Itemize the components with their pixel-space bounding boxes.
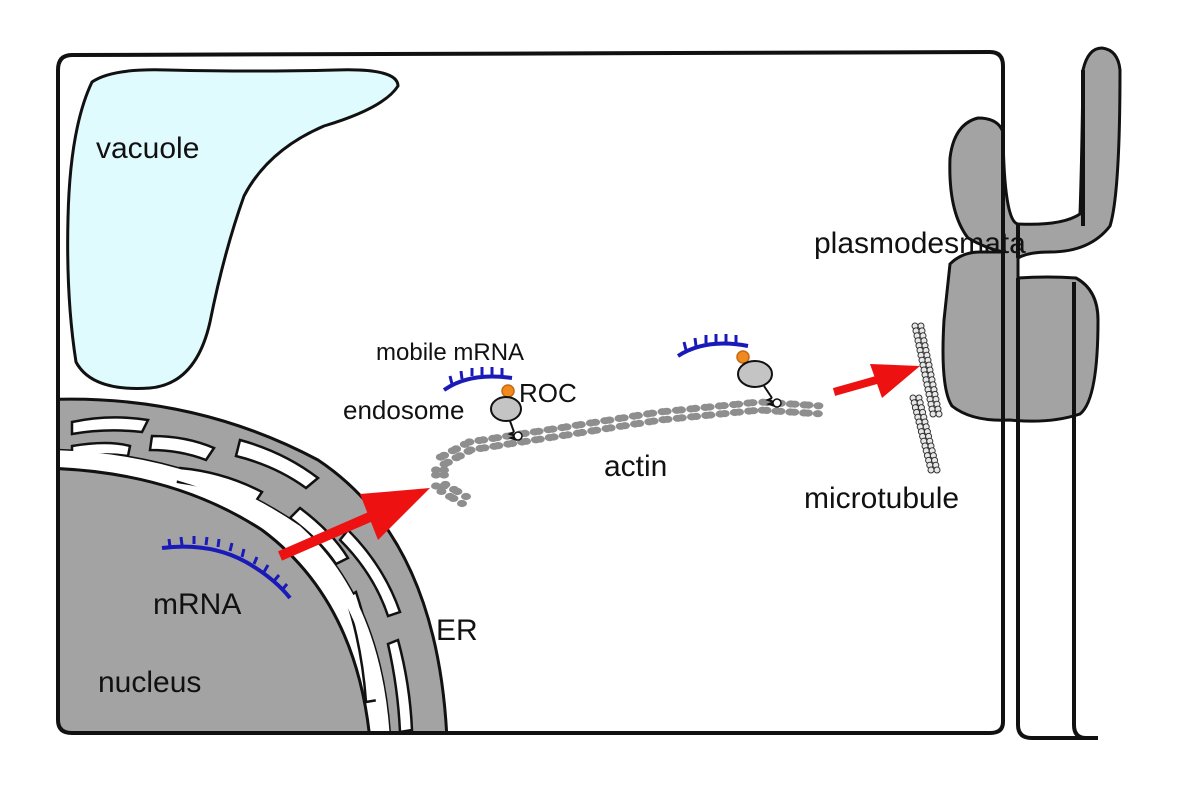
actin-bead <box>431 482 441 490</box>
actin-bead <box>533 427 544 435</box>
label-endosome: endosome <box>343 395 464 425</box>
actin-bead <box>747 399 758 407</box>
roc-particle-1 <box>501 384 515 398</box>
label-nucleus: nucleus <box>98 666 201 699</box>
actin-bead <box>803 401 814 409</box>
actin-bead <box>718 402 729 410</box>
actin-bead <box>604 416 615 424</box>
cell-wall-left <box>56 49 1005 735</box>
actin-bead <box>439 451 450 459</box>
actin-bead <box>661 407 672 415</box>
actin-bead <box>748 407 759 415</box>
actin-bead <box>442 458 453 466</box>
actin-bead <box>632 411 643 420</box>
endosome-complex-2 <box>676 334 782 408</box>
microtubule-subunit <box>929 410 937 418</box>
actin-bead <box>648 417 659 425</box>
actin-bead <box>705 411 716 419</box>
actin-bead <box>761 406 772 414</box>
mobile-mrna-strand-2 <box>676 341 749 358</box>
endosome-complex-1 <box>442 367 523 441</box>
label-microtubule: microtubule <box>804 482 959 515</box>
actin-bead <box>439 466 449 474</box>
microtubule-subunit <box>927 466 935 474</box>
label-er: ER <box>436 614 478 647</box>
vacuole-shape <box>66 68 400 390</box>
endosome-1 <box>490 396 522 422</box>
actin-bead <box>451 445 462 453</box>
label-plasmodesmata: plasmodesmata <box>814 227 1026 260</box>
label-actin: actin <box>604 450 667 483</box>
actin-bead <box>454 452 465 460</box>
actin-bead <box>436 487 447 495</box>
actin-bead <box>719 410 730 418</box>
actin-bead <box>507 439 518 448</box>
actin-bead <box>662 415 673 423</box>
actin-bead <box>464 438 475 446</box>
actin-bead <box>676 406 686 414</box>
actin-bead <box>431 471 441 479</box>
actin-bead <box>445 492 455 501</box>
label-mobile-mrna: mobile mRNA <box>376 339 524 366</box>
actin-bead <box>449 485 459 494</box>
actin-bead <box>691 412 702 420</box>
actin-bead <box>547 425 558 433</box>
actin-bead <box>733 400 744 408</box>
actin-bead <box>605 424 616 432</box>
roc-particle-2 <box>736 350 750 364</box>
label-roc: ROC <box>519 378 577 408</box>
actin-bead <box>493 442 504 450</box>
actin-bead <box>775 407 786 415</box>
actin-bead <box>457 499 467 508</box>
actin-bead <box>479 444 490 452</box>
actin-bead <box>803 409 813 417</box>
actin-bead <box>431 466 441 474</box>
actin-bead <box>534 435 545 443</box>
actin-bead <box>575 421 586 429</box>
actin-bead <box>634 419 645 427</box>
actin-bead <box>591 426 602 434</box>
actin-bead <box>676 414 687 422</box>
transport-arrow-2 <box>832 364 920 398</box>
actin-bead <box>461 492 471 501</box>
actin-bead <box>813 402 824 410</box>
actin-bead <box>492 434 503 442</box>
nuclear-mrna-strand <box>161 536 292 600</box>
actin-bead <box>561 423 572 431</box>
actin-bead <box>439 471 449 479</box>
actin-filament <box>431 398 824 508</box>
actin-bead <box>439 482 449 490</box>
actin-bead <box>789 408 800 416</box>
actin-bead <box>548 433 559 441</box>
actin-bead <box>590 418 601 426</box>
actin-bead <box>704 403 715 411</box>
label-vacuole: vacuole <box>96 132 199 165</box>
microtubule-subunit <box>933 466 941 474</box>
nucleus-shape <box>58 466 372 733</box>
actin-bead <box>577 428 588 437</box>
cell-wall-right <box>1016 70 1098 740</box>
microtubule-subunit <box>935 410 943 418</box>
label-mrna: mRNA <box>153 588 241 621</box>
actin-bead <box>647 409 658 417</box>
actin-bead <box>562 431 573 439</box>
mobile-mrna-strand-1 <box>442 374 513 392</box>
actin-bead <box>812 410 823 418</box>
actin-bead <box>465 446 476 454</box>
actin-bead <box>521 437 531 445</box>
actin-bead <box>619 422 630 430</box>
actin-bead <box>789 400 800 408</box>
actin-bead <box>478 436 489 444</box>
endosome-2 <box>737 360 773 388</box>
microtubule-pair <box>909 322 943 474</box>
transport-arrow-1 <box>278 488 430 561</box>
actin-bead <box>690 404 701 412</box>
actin-bead <box>734 408 744 416</box>
actin-bead <box>618 414 629 422</box>
